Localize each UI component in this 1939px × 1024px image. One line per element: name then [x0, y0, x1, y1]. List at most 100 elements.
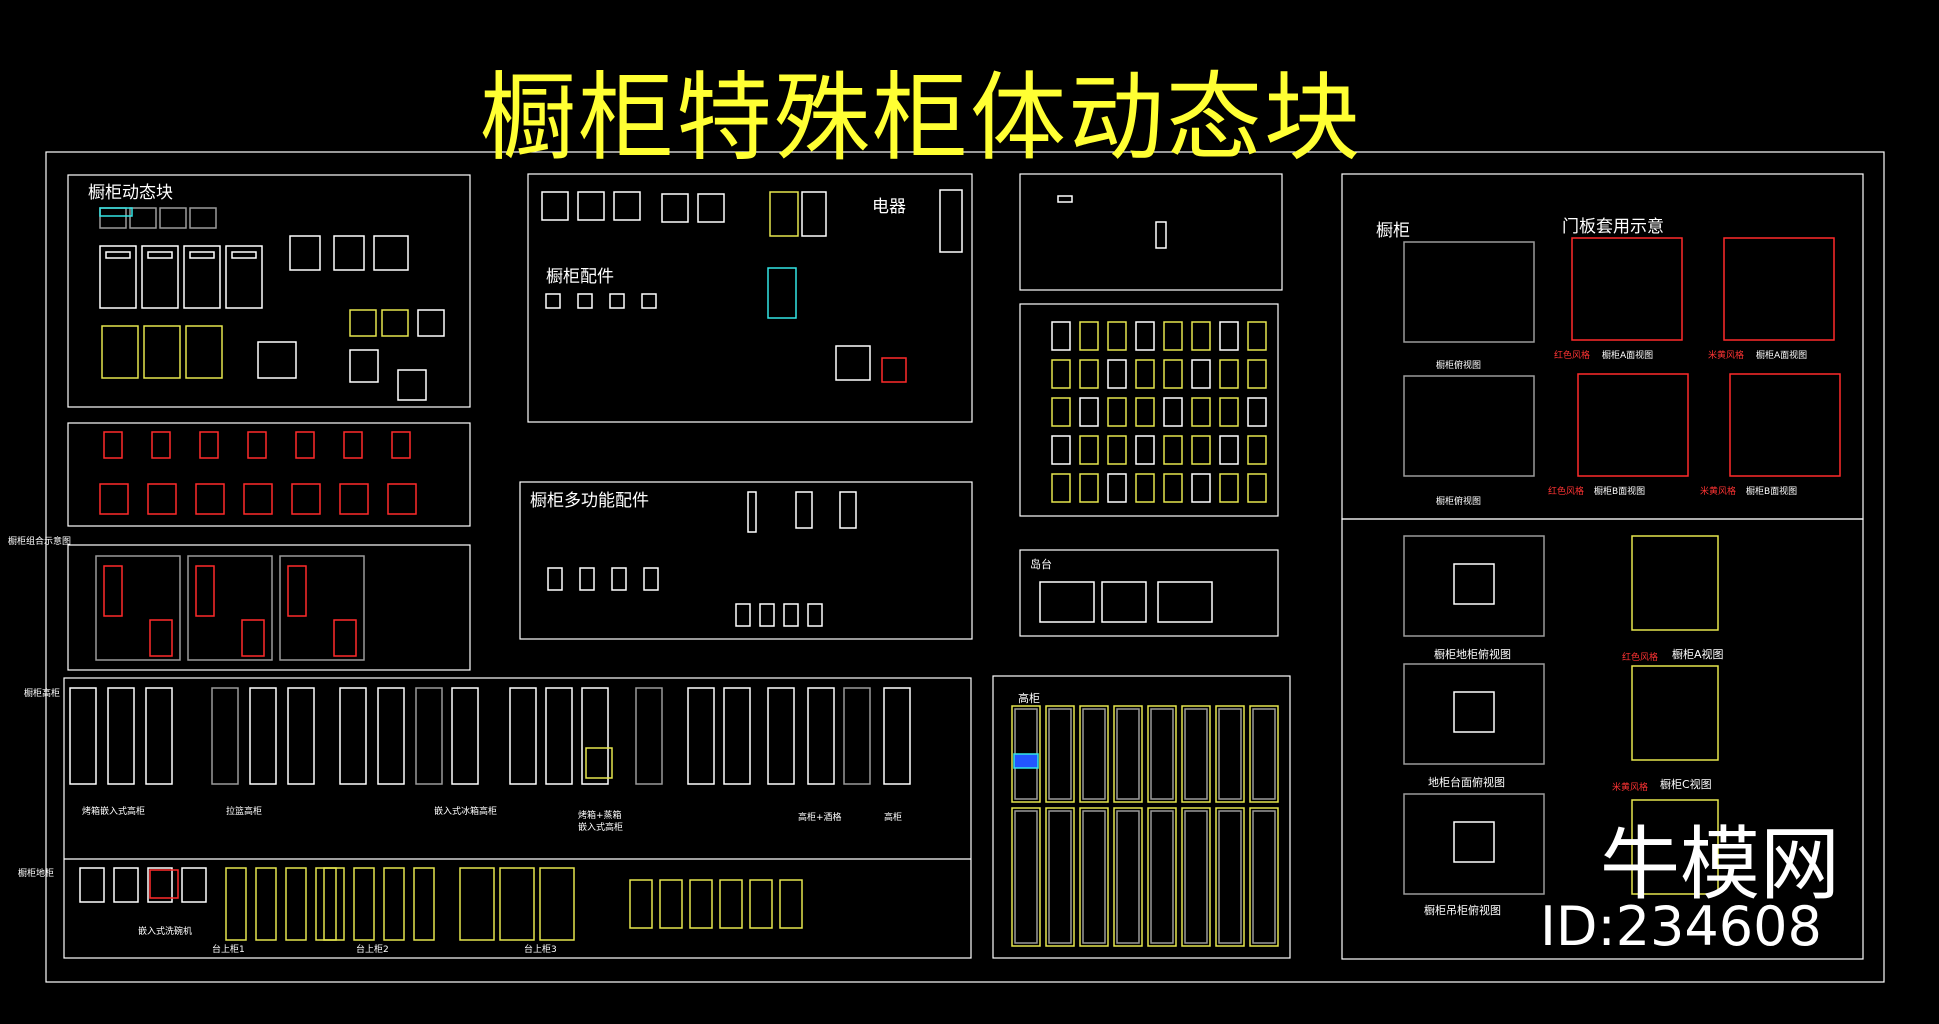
plan-diamond — [1453, 691, 1495, 733]
top-strip — [129, 207, 157, 229]
special-tall-cabinet — [687, 687, 715, 785]
kitchen-plan — [1403, 535, 1545, 637]
tall-cabinet — [1045, 705, 1075, 803]
label-yellow-style-3: 米黄风格 — [1612, 783, 1649, 793]
door-panel — [1191, 435, 1211, 465]
label-cab-plan-2: 橱柜俯视图 — [1436, 497, 1482, 507]
panel-scene — [67, 544, 471, 671]
rail — [747, 491, 757, 533]
cabinet-elevation — [1631, 799, 1719, 895]
drawer-handle — [189, 251, 215, 259]
tall-cabinet-lower-door — [1082, 810, 1106, 944]
red-base-cabinet — [147, 483, 177, 515]
base-unit — [79, 867, 105, 903]
door-panel — [1219, 359, 1239, 389]
label-fridge: 嵌入式冰箱高柜 — [434, 807, 498, 817]
special-tall-cabinet — [107, 687, 135, 785]
dishwasher-icon — [149, 869, 179, 899]
label-dishwasher: 嵌入式洗碗机 — [138, 927, 193, 937]
door-panel — [1191, 397, 1211, 427]
red-base-cabinet — [195, 483, 225, 515]
blue-panel — [1013, 753, 1039, 769]
label-cab-a-2: 橱柜A面视图 — [1756, 351, 1808, 361]
small-counter-cabinet — [629, 879, 653, 929]
top-strip — [189, 207, 217, 229]
accessory-tile — [661, 193, 689, 223]
red-wall-cabinet — [103, 431, 123, 459]
panel-special-tall — [63, 677, 972, 959]
red-base-cabinet — [243, 483, 273, 515]
label-yellow-style-1: 米黄风格 — [1708, 351, 1745, 361]
small-square — [609, 293, 625, 309]
tall-cabinet — [1079, 705, 1109, 803]
basket — [807, 603, 823, 627]
door-panel — [1079, 397, 1099, 427]
door-panel — [1107, 321, 1127, 351]
label-island: 岛台 — [1030, 558, 1052, 571]
rack-unit — [547, 567, 563, 591]
rack-unit — [579, 567, 595, 591]
door-panel — [1135, 359, 1155, 389]
label-counter-plan: 地柜台面俯视图 — [1428, 776, 1505, 789]
door-panel — [1079, 473, 1099, 503]
kitchen-elevation — [1571, 237, 1683, 341]
panel-kitchen-plans — [1341, 518, 1864, 960]
counter-cabinet — [539, 867, 575, 941]
label-accessories: 橱柜配件 — [546, 267, 614, 287]
base-cabinet — [183, 245, 221, 309]
door-panel — [1191, 473, 1211, 503]
rack-unit — [611, 567, 627, 591]
special-tall-cabinet — [509, 687, 537, 785]
door-panel — [1163, 435, 1183, 465]
special-tall-cabinet — [69, 687, 97, 785]
scene-red-tall — [195, 565, 215, 617]
label-combo: 橱柜组合示意图 — [8, 537, 72, 547]
scene-box — [95, 555, 181, 661]
special-tall-cabinet — [545, 687, 573, 785]
red-wall-cabinet — [295, 431, 315, 459]
base-unit — [113, 867, 139, 903]
red-base-cabinet — [339, 483, 369, 515]
tall-cabinet — [1181, 705, 1211, 803]
label-tall-2: 高柜 — [884, 813, 903, 823]
panel-multi — [519, 481, 973, 640]
special-tall-cabinet — [451, 687, 479, 785]
scene-red-base — [149, 619, 173, 657]
door-panel — [1107, 397, 1127, 427]
tall-cabinet-lower — [1215, 807, 1245, 947]
small-counter-cabinet — [659, 879, 683, 929]
corner-cabinet — [333, 235, 365, 271]
accessory-tile — [613, 191, 641, 221]
red-wall-cabinet — [199, 431, 219, 459]
door-panel — [1191, 359, 1211, 389]
red-wall-cabinet — [343, 431, 363, 459]
rail-frame — [795, 491, 813, 529]
door-panel — [1107, 435, 1127, 465]
special-tall-cabinet — [377, 687, 405, 785]
counter-cabinet — [315, 867, 337, 941]
door-panel — [1051, 359, 1071, 389]
tall-cabinet — [1249, 705, 1279, 803]
unit-block — [397, 369, 427, 401]
tall-cabinet-lower-door — [1014, 810, 1038, 944]
tall-cabinet-lower — [1079, 807, 1109, 947]
counter-cabinet — [353, 867, 375, 941]
red-base-cabinet — [99, 483, 129, 515]
drawer-handle — [147, 251, 173, 259]
label-tall-wine: 高柜+酒格 — [798, 813, 842, 823]
special-tall-cabinet — [211, 687, 239, 785]
label-cabinet: 橱柜 — [1376, 221, 1410, 241]
door-panel — [1163, 473, 1183, 503]
cabinet-elevation — [1631, 665, 1719, 761]
special-accent — [585, 747, 613, 779]
tall-cabinet-lower-door — [1184, 810, 1208, 944]
small-counter-cabinet — [689, 879, 713, 929]
small-cabinet — [417, 309, 445, 337]
tall-cabinet-lower — [1045, 807, 1075, 947]
basket — [759, 603, 775, 627]
label-multi: 橱柜多功能配件 — [530, 491, 649, 511]
image-id: ID:234608 — [1540, 895, 1822, 958]
basket — [783, 603, 799, 627]
base-unit — [147, 867, 173, 903]
